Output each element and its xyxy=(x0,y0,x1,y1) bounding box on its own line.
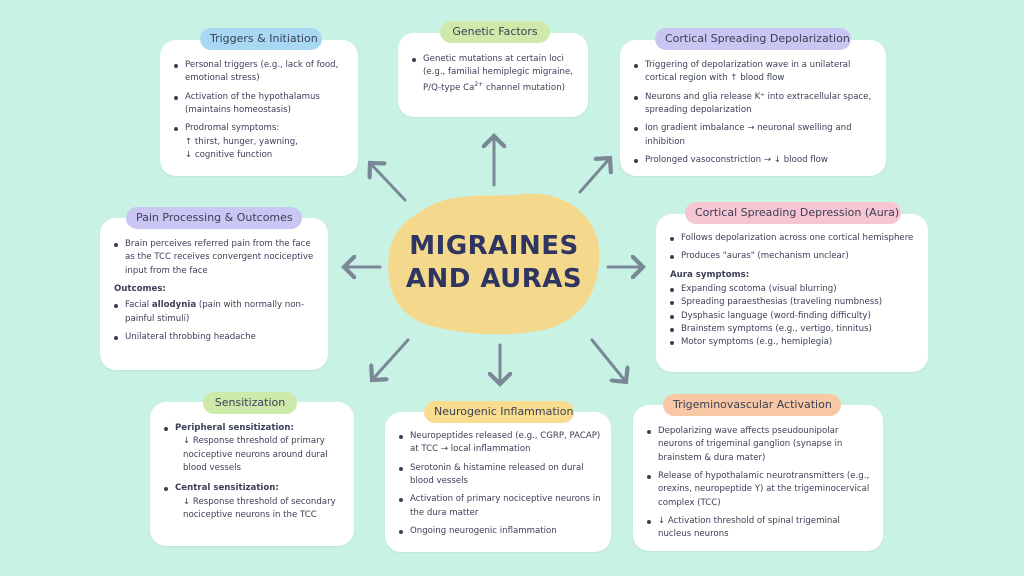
list-item: Genetic mutations at certain loci (e.g.,… xyxy=(412,53,578,95)
center-title: MIGRAINES AND AURAS xyxy=(383,230,605,296)
list-item: Peripheral sensitization: ↓ Response thr… xyxy=(164,422,342,475)
neurogenic-card: Neuropeptides released (e.g., CGRP, PACA… xyxy=(385,412,611,552)
list-item-text: ↑ thirst, hunger, yawning, xyxy=(185,136,298,147)
list-item: Expanding scotoma (visual blurring) xyxy=(670,283,916,296)
genetic-text-b: channel mutation) xyxy=(483,82,565,93)
list-item: Follows depolarization across one cortic… xyxy=(670,232,916,245)
pain-title: Pain Processing & Outcomes xyxy=(126,207,302,229)
list-item: Release of hypothalamic neurotransmitter… xyxy=(647,470,873,510)
peripheral-text: ↓ Response threshold of primary nocicept… xyxy=(183,436,328,473)
list-item: Serotonin & histamine released on dural … xyxy=(399,462,601,489)
neurogenic-title: Neurogenic Inflammation xyxy=(424,401,574,423)
list-item-text: (e.g., familial hemiplegic migraine, xyxy=(423,67,574,78)
outcome-bold: allodynia xyxy=(151,300,197,311)
list-item-text: P/Q-type Ca2+ channel mutation) xyxy=(423,80,578,95)
list-item: Motor symptoms (e.g., hemiplegia) xyxy=(670,336,916,349)
list-item: Ongoing neurogenic inflammation xyxy=(399,525,601,538)
triggers-card: Personal triggers (e.g., lack of food, e… xyxy=(160,40,358,176)
sensitization-title: Sensitization xyxy=(203,392,297,414)
genetic-title: Genetic Factors xyxy=(440,21,550,43)
list-item: Dysphasic language (word-finding difficu… xyxy=(670,310,916,323)
center-title-line1: MIGRAINES xyxy=(409,231,579,261)
outcome-text: (pain with normally non-painful stimuli) xyxy=(125,300,305,324)
arrow-to-sensitization xyxy=(372,338,410,380)
outcomes-label: Outcomes: xyxy=(114,283,166,294)
list-item: Personal triggers (e.g., lack of food, e… xyxy=(174,59,346,86)
genetic-superscript: 2+ xyxy=(474,80,484,88)
central-label: Central sensitization: xyxy=(175,483,279,494)
aura-card: Follows depolarization across one cortic… xyxy=(656,214,928,372)
sensitization-card: Peripheral sensitization: ↓ Response thr… xyxy=(150,402,354,546)
center-title-line2: AND AURAS xyxy=(405,264,583,294)
aura-title: Cortical Spreading Depression (Aura) xyxy=(685,202,901,224)
list-item: Facial allodynia (pain with normally non… xyxy=(114,299,314,326)
list-item: Produces "auras" (mechanism unclear) xyxy=(670,250,916,263)
list-item-text: Prodromal symptoms: xyxy=(185,123,280,134)
list-item: Ion gradient imbalance → neuronal swelli… xyxy=(634,122,874,149)
arrow-to-csd xyxy=(578,158,610,194)
list-item: Depolarizing wave affects pseudounipolar… xyxy=(647,425,873,465)
triggers-title: Triggers & Initiation xyxy=(200,28,322,50)
list-item: Spreading paraesthesias (traveling numbn… xyxy=(670,296,916,309)
list-item-text: ↓ cognitive function xyxy=(185,149,273,160)
outcome-text: Facial xyxy=(125,300,152,311)
list-item: Activation of the hypothalamus (maintain… xyxy=(174,91,346,118)
list-item: Brainstem symptoms (e.g., vertigo, tinni… xyxy=(670,323,916,336)
genetic-text-a: P/Q-type Ca xyxy=(423,82,475,93)
list-item: Neuropeptides released (e.g., CGRP, PACA… xyxy=(399,430,601,457)
list-item-text: Genetic mutations at certain loci xyxy=(423,54,564,64)
list-item: Triggering of depolarization wave in a u… xyxy=(634,59,874,86)
arrow-to-triggers xyxy=(370,163,407,202)
peripheral-label: Peripheral sensitization: xyxy=(175,423,294,433)
list-item: Unilateral throbbing headache xyxy=(114,331,314,344)
arrow-to-trigeminovascular xyxy=(590,338,626,382)
csd-card: Triggering of depolarization wave in a u… xyxy=(620,40,886,176)
trigeminovascular-title: Trigeminovascular Activation xyxy=(663,394,841,416)
csd-title: Cortical Spreading Depolarization xyxy=(655,28,851,50)
list-item: Central sensitization: ↓ Response thresh… xyxy=(164,482,342,522)
list-item: Prodromal symptoms: ↑ thirst, hunger, ya… xyxy=(174,122,346,162)
central-text: ↓ Response threshold of secondary nocice… xyxy=(183,496,336,520)
center-blob xyxy=(388,193,600,335)
list-item: Neurons and glia release K⁺ into extrace… xyxy=(634,91,874,118)
pain-card: Brain perceives referred pain from the f… xyxy=(100,218,328,370)
trigeminovascular-card: Depolarizing wave affects pseudounipolar… xyxy=(633,405,883,551)
genetic-card: Genetic mutations at certain loci (e.g.,… xyxy=(398,33,588,117)
aura-symptoms-label: Aura symptoms: xyxy=(670,269,750,280)
list-item: Activation of primary nociceptive neuron… xyxy=(399,493,601,520)
list-item: Brain perceives referred pain from the f… xyxy=(114,238,314,278)
list-item: ↓ Activation threshold of spinal trigemi… xyxy=(647,515,873,542)
list-item: Prolonged vasoconstriction → ↓ blood flo… xyxy=(634,154,874,167)
